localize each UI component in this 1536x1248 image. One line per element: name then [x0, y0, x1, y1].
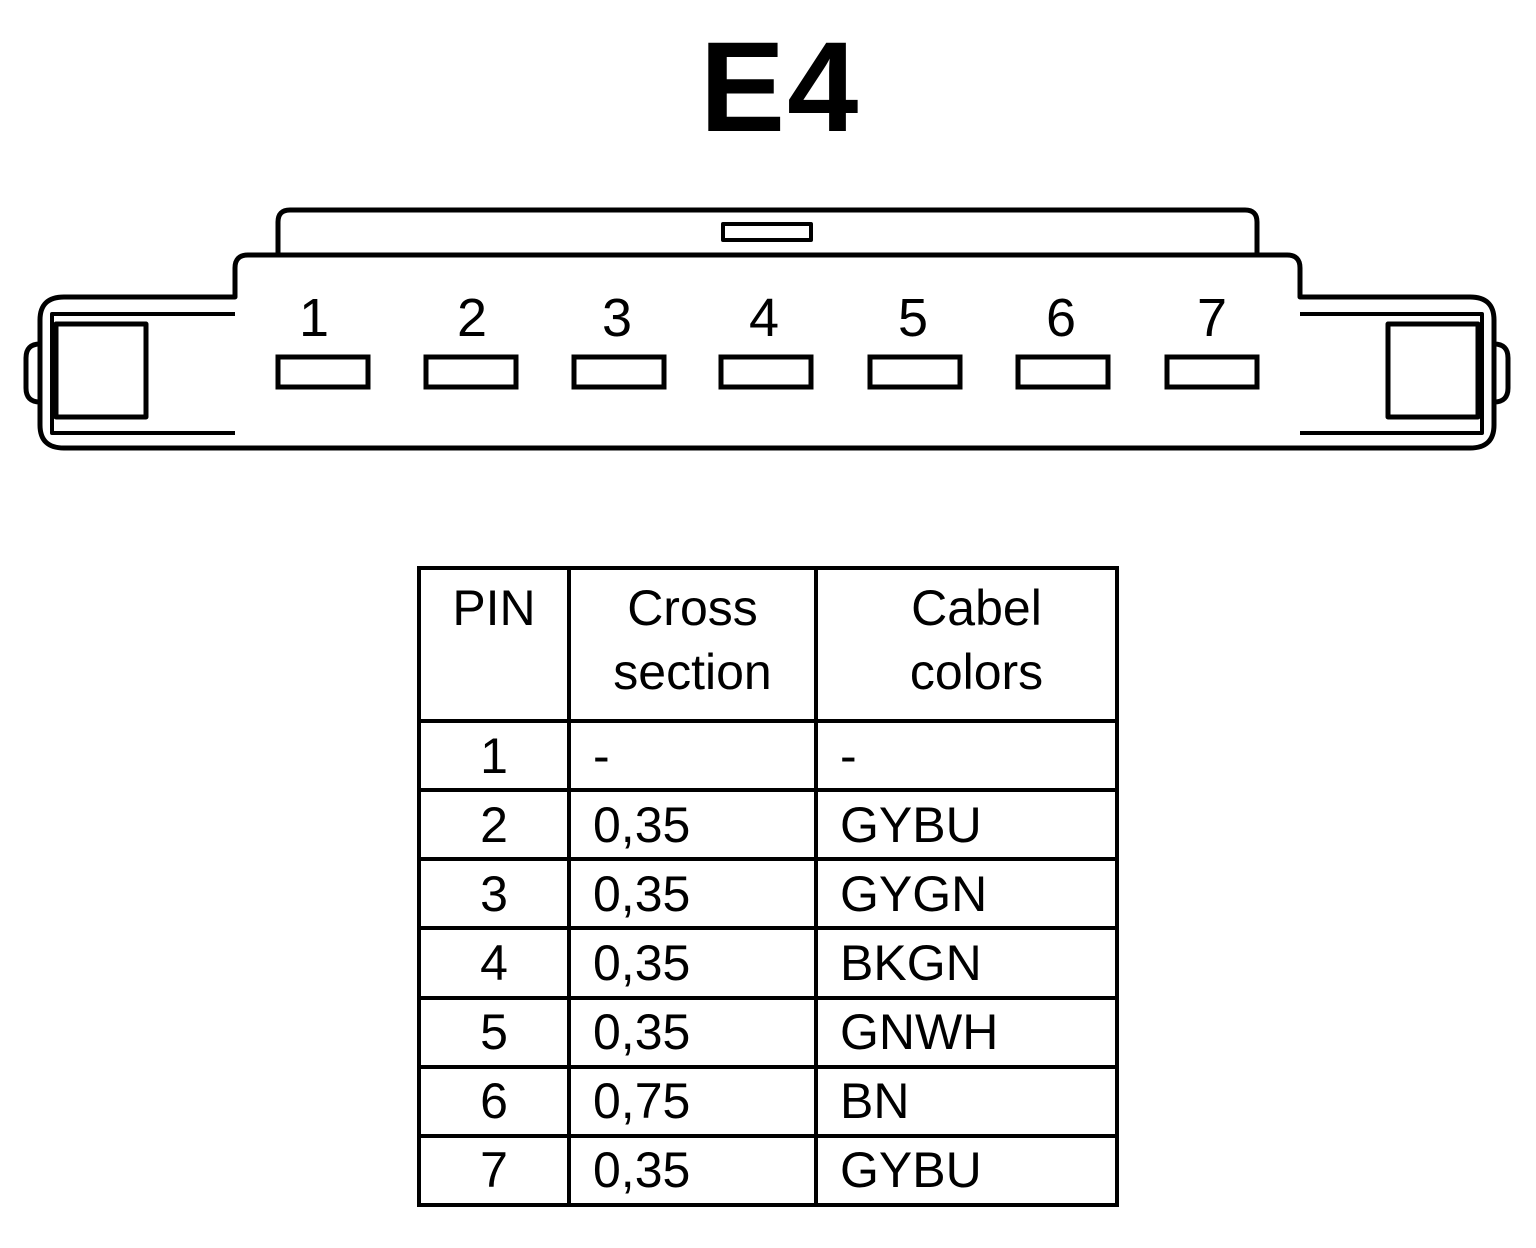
cross-section: 0,35	[567, 788, 818, 862]
table-row: 7 0,35 GYBU	[417, 1133, 1119, 1208]
cable-color: GNWH	[814, 995, 1119, 1069]
pin-label: 1	[299, 288, 329, 348]
pin-number: 7	[417, 1133, 571, 1208]
pin-slot-6	[1015, 354, 1111, 390]
cable-color: GYBU	[814, 788, 1119, 862]
pin-label: 2	[457, 288, 487, 348]
left-latch-frame	[50, 312, 235, 435]
cable-color: GYGN	[814, 857, 1119, 931]
pin-slot-2	[423, 354, 519, 390]
cross-section: 0,35	[567, 926, 818, 1000]
connector-diagram: 1 2 3 4 5 6 7	[23, 207, 1511, 451]
right-latch-block	[1385, 321, 1481, 420]
pin-slot-4	[718, 354, 814, 390]
header-pin: PIN	[417, 566, 571, 723]
table-row: 5 0,35 GNWH	[417, 995, 1119, 1069]
pin-slot-7	[1164, 354, 1260, 390]
pin-slot-5	[867, 354, 963, 390]
table-row: 2 0,35 GYBU	[417, 788, 1119, 862]
table-row: 1 - -	[417, 718, 1119, 793]
pin-number: 3	[417, 857, 571, 931]
pin-number: 4	[417, 926, 571, 1000]
connector-title: E4	[699, 16, 861, 159]
cable-color: GYBU	[814, 1133, 1119, 1208]
cross-section: 0,35	[567, 857, 818, 931]
right-end-nub	[1493, 341, 1511, 405]
pin-slots	[275, 354, 1260, 390]
cable-color: BKGN	[814, 926, 1119, 1000]
pin-number: 5	[417, 995, 571, 1069]
pin-label: 3	[602, 288, 632, 348]
pin-number: 1	[417, 718, 571, 793]
cross-section: -	[567, 718, 818, 793]
pin-number: 6	[417, 1064, 571, 1138]
table-row: 6 0,75 BN	[417, 1064, 1119, 1138]
table-row: 3 0,35 GYGN	[417, 857, 1119, 931]
left-latch-block	[53, 321, 149, 420]
connector-body	[37, 252, 1497, 451]
latch-slot	[721, 222, 813, 242]
pin-label: 6	[1046, 288, 1076, 348]
left-end-nub	[23, 341, 41, 405]
pin-slot-1	[275, 354, 371, 390]
table-row: 4 0,35 BKGN	[417, 926, 1119, 1000]
cable-color: BN	[814, 1064, 1119, 1138]
pin-number: 2	[417, 788, 571, 862]
right-latch-frame	[1300, 312, 1484, 435]
cross-section: 0,35	[567, 1133, 818, 1208]
pin-slot-3	[571, 354, 667, 390]
cross-section: 0,35	[567, 995, 818, 1069]
pin-label: 7	[1197, 288, 1227, 348]
connector-top-ridge	[275, 207, 1260, 255]
pin-label: 5	[898, 288, 928, 348]
pin-label: 4	[749, 288, 779, 348]
cross-section: 0,75	[567, 1064, 818, 1138]
cable-color: -	[814, 718, 1119, 793]
pin-labels: 1 2 3 4 5 6 7	[299, 288, 1227, 348]
